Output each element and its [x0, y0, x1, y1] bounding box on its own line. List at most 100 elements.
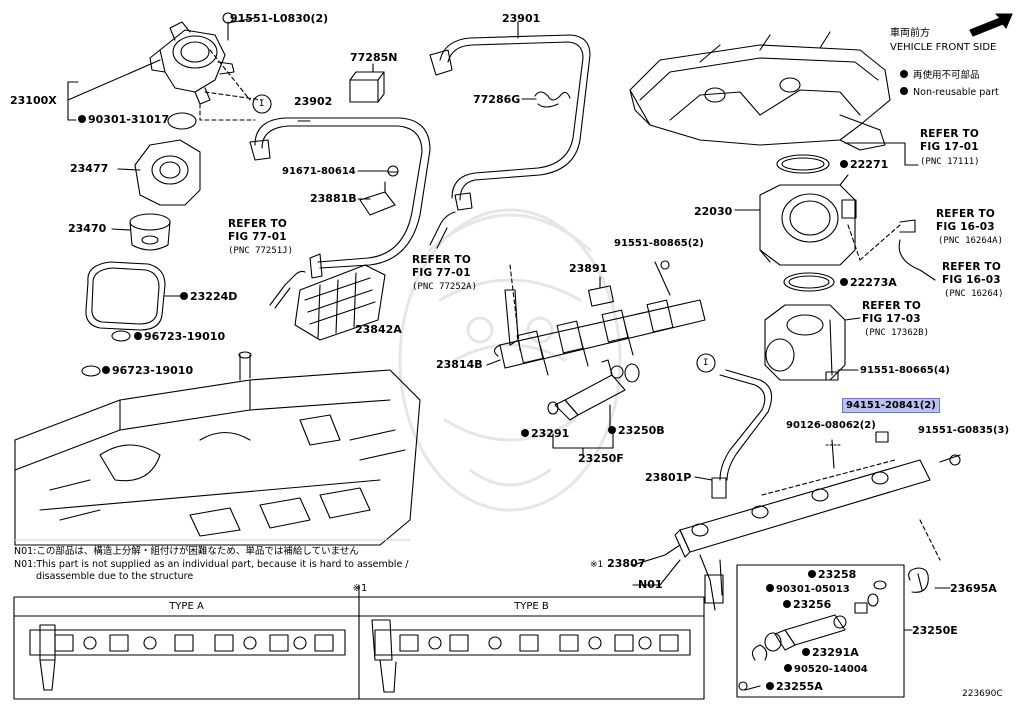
refer-17362b-pnc: (PNC 17362B) — [864, 328, 930, 338]
label-n01[interactable]: N01 — [638, 578, 663, 591]
label-23881b[interactable]: 23881B — [310, 192, 357, 205]
o-ring-23250b — [624, 363, 640, 383]
watermark-crest — [398, 208, 622, 512]
seal-23291a — [764, 632, 782, 652]
intake-manifold — [629, 31, 891, 151]
label-23807[interactable]: ※1 23807 — [590, 557, 646, 570]
label-91671-80614[interactable]: 91671-80614 — [282, 166, 356, 177]
label-91551-80865[interactable]: 91551-80865(2) — [614, 238, 704, 249]
label-23255a[interactable]: 23255A — [766, 680, 823, 693]
fuel-pump-module-23842a — [294, 264, 386, 341]
legend-nonreusable-jp: 再使用不可部品 — [900, 70, 980, 82]
label-23801p[interactable]: 23801P — [645, 471, 692, 484]
label-77285n[interactable]: 77285N — [350, 51, 398, 64]
bolt-91551-80665 — [825, 319, 839, 381]
label-96723-19010-b[interactable]: 96723-19010 — [102, 364, 193, 377]
throttle-body-22030 — [759, 174, 857, 266]
note-n01-en-1: N01:This part is not supplied as an indi… — [14, 559, 409, 570]
label-90301-31017[interactable]: 90301-31017 — [78, 113, 169, 126]
bolt-91671-80614 — [387, 165, 399, 177]
bullet-icon — [900, 70, 908, 78]
bolt-91551-80865 — [654, 260, 671, 296]
label-23477[interactable]: 23477 — [70, 162, 109, 175]
pump-lifter-housing-23477 — [134, 139, 201, 206]
refer-16264a-line2[interactable]: FIG 16-03 — [936, 221, 995, 233]
legend-nonreusable-en: Non-reusable part — [900, 87, 999, 99]
refer-16264-line2[interactable]: FIG 16-03 — [942, 274, 1001, 286]
label-23891[interactable]: 23891 — [569, 262, 608, 275]
refer-17111-line2[interactable]: FIG 17-01 — [920, 141, 979, 153]
label-91551-l0830[interactable]: 91551-L0830(2) — [230, 12, 329, 25]
type-b-title: TYPE B — [514, 601, 549, 612]
backup-ring-23256 — [854, 602, 868, 614]
refer-77251j-pnc: (PNC 77251J) — [228, 246, 294, 256]
label-23814b[interactable]: 23814B — [436, 358, 483, 371]
injector-kit-box — [736, 564, 905, 698]
label-77286g[interactable]: 77286G — [473, 93, 521, 106]
label-90126-08062[interactable]: 90126-08062(2) — [786, 420, 876, 431]
label-22271[interactable]: 22271 — [840, 158, 888, 171]
type-a-title: TYPE A — [169, 601, 204, 612]
label-23256[interactable]: 23256 — [783, 598, 831, 611]
type-b-rail — [371, 619, 691, 693]
hose-clip-77286g — [534, 91, 571, 108]
fuel-rail-23807 — [674, 459, 931, 611]
label-23901[interactable]: 23901 — [502, 12, 541, 25]
refer-17362b-line2[interactable]: FIG 17-03 — [862, 313, 921, 325]
hose-clamp-77285n — [349, 71, 385, 103]
label-22273a[interactable]: 22273A — [840, 276, 897, 289]
refer-17111-line1: REFER TO — [920, 128, 980, 140]
refer-77251j-line2[interactable]: FIG 77-01 — [228, 231, 287, 243]
note-n01-en-2: disassemble due to the structure — [36, 571, 194, 582]
label-23470[interactable]: 23470 — [68, 222, 107, 235]
intake-adapter — [764, 304, 861, 381]
label-23695a[interactable]: 23695A — [950, 582, 997, 595]
label-23258[interactable]: 23258 — [808, 568, 856, 581]
high-pressure-pump — [149, 12, 235, 105]
fuel-injector-23250f — [554, 359, 626, 421]
label-90301-05013[interactable]: 90301-05013 — [766, 583, 850, 596]
label-23224d[interactable]: 23224D — [180, 290, 237, 303]
bolt-91551-g0835 — [939, 454, 961, 466]
clip-90520-14004 — [751, 644, 768, 661]
label-23250f[interactable]: 23250F — [578, 452, 624, 465]
label-94151-20841[interactable]: 94151-20841(2) — [842, 398, 940, 413]
o-ring-96723-19010-b — [81, 365, 101, 377]
label-91551-g0835[interactable]: 91551-G0835(3) — [918, 425, 1010, 436]
fuel-hose-23902 — [249, 117, 431, 279]
o-ring-96723-19010-a — [111, 330, 131, 342]
refer-16264-line1: REFER TO — [942, 261, 1002, 273]
refer-77252a-line2[interactable]: FIG 77-01 — [412, 267, 471, 279]
orientation-label-jp: 車両前方 — [890, 28, 930, 39]
refer-77252a-pnc: (PNC 77252A) — [412, 282, 478, 292]
label-91551-80665[interactable]: 91551-80665(4) — [860, 365, 950, 376]
engine-cylinder-head — [14, 351, 421, 546]
label-23902[interactable]: 23902 — [294, 95, 333, 108]
stud-90126-08062 — [825, 439, 841, 469]
refer-77252a-line1: REFER TO — [412, 254, 472, 266]
fuel-hose-23901 — [429, 34, 591, 351]
bullet-icon — [900, 87, 908, 95]
pump-lifter-23470 — [129, 213, 171, 251]
label-23100x[interactable]: 23100X — [10, 94, 57, 107]
gasket-23224d — [85, 261, 166, 331]
label-90520-14004[interactable]: 90520-14004 — [784, 663, 868, 676]
refer-16264a-pnc: (PNC 16264A) — [938, 236, 1004, 246]
label-23291a[interactable]: 23291A — [802, 646, 859, 659]
gasket-22273a — [783, 272, 835, 292]
gasket-22271 — [776, 154, 830, 174]
label-23842a[interactable]: 23842A — [355, 323, 402, 336]
label-96723-19010-a[interactable]: 96723-19010 — [134, 330, 225, 343]
label-23291[interactable]: 23291 — [521, 427, 569, 440]
label-22030[interactable]: 22030 — [694, 205, 733, 218]
circle-ref-label-a: I — [259, 99, 265, 109]
label-23250b[interactable]: 23250B — [608, 424, 665, 437]
fuel-pipe-plug-23891 — [588, 285, 614, 307]
note-n01-jp: N01:この部品は、構造上分解・組付けが困難なため、単品では補給していません — [14, 546, 359, 557]
refer-16264-pnc: (PNC 16264) — [944, 289, 1004, 299]
fuel-injector-23250e — [774, 614, 847, 651]
screw-91551-l0830 — [227, 17, 256, 24]
label-23250e[interactable]: 23250E — [912, 624, 958, 637]
type-box-mark: ※1 — [352, 583, 368, 594]
